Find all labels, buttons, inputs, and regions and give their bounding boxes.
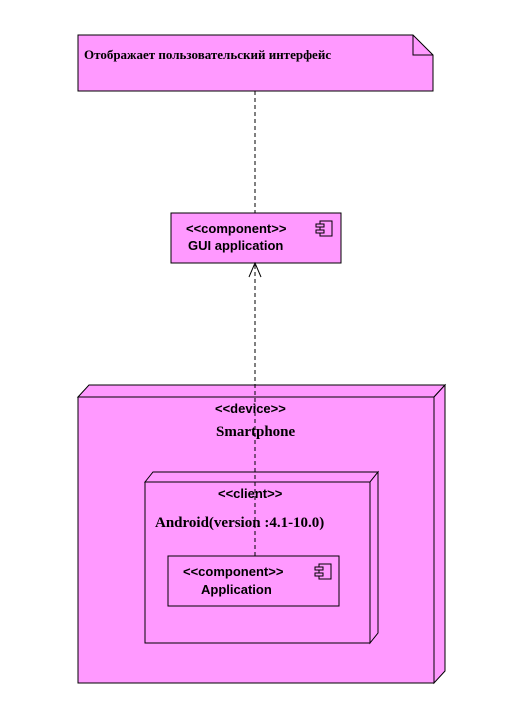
device-name: Smartphone bbox=[216, 424, 296, 440]
client-name: Android(version :4.1-10.0) bbox=[155, 515, 324, 531]
app-component-name: Application bbox=[201, 582, 272, 597]
device-node-side bbox=[433, 383, 446, 685]
device-stereotype: <<device>> bbox=[215, 401, 286, 416]
gui-component-stereotype: <<component>> bbox=[186, 221, 287, 236]
gui-application-component[interactable]: <<component>> GUI application bbox=[170, 212, 342, 264]
client-node-side bbox=[369, 470, 379, 645]
note-text: Отображает пользовательский интерфейс bbox=[84, 47, 331, 62]
client-stereotype: <<client>> bbox=[218, 486, 283, 501]
note[interactable]: Отображает пользовательский интерфейс bbox=[77, 34, 434, 92]
device-node-top bbox=[76, 384, 447, 398]
gui-component-name: GUI application bbox=[188, 238, 283, 253]
gui-component-box bbox=[170, 212, 342, 264]
component-icon bbox=[314, 563, 332, 580]
note-fold bbox=[412, 35, 433, 56]
application-component[interactable]: <<component>> Application bbox=[167, 555, 340, 607]
app-component-box bbox=[167, 555, 340, 607]
app-component-stereotype: <<component>> bbox=[183, 564, 284, 579]
component-icon bbox=[315, 220, 333, 237]
note-shape bbox=[77, 34, 434, 92]
dependency-arrowhead bbox=[248, 261, 262, 278]
client-node-top bbox=[143, 471, 380, 483]
